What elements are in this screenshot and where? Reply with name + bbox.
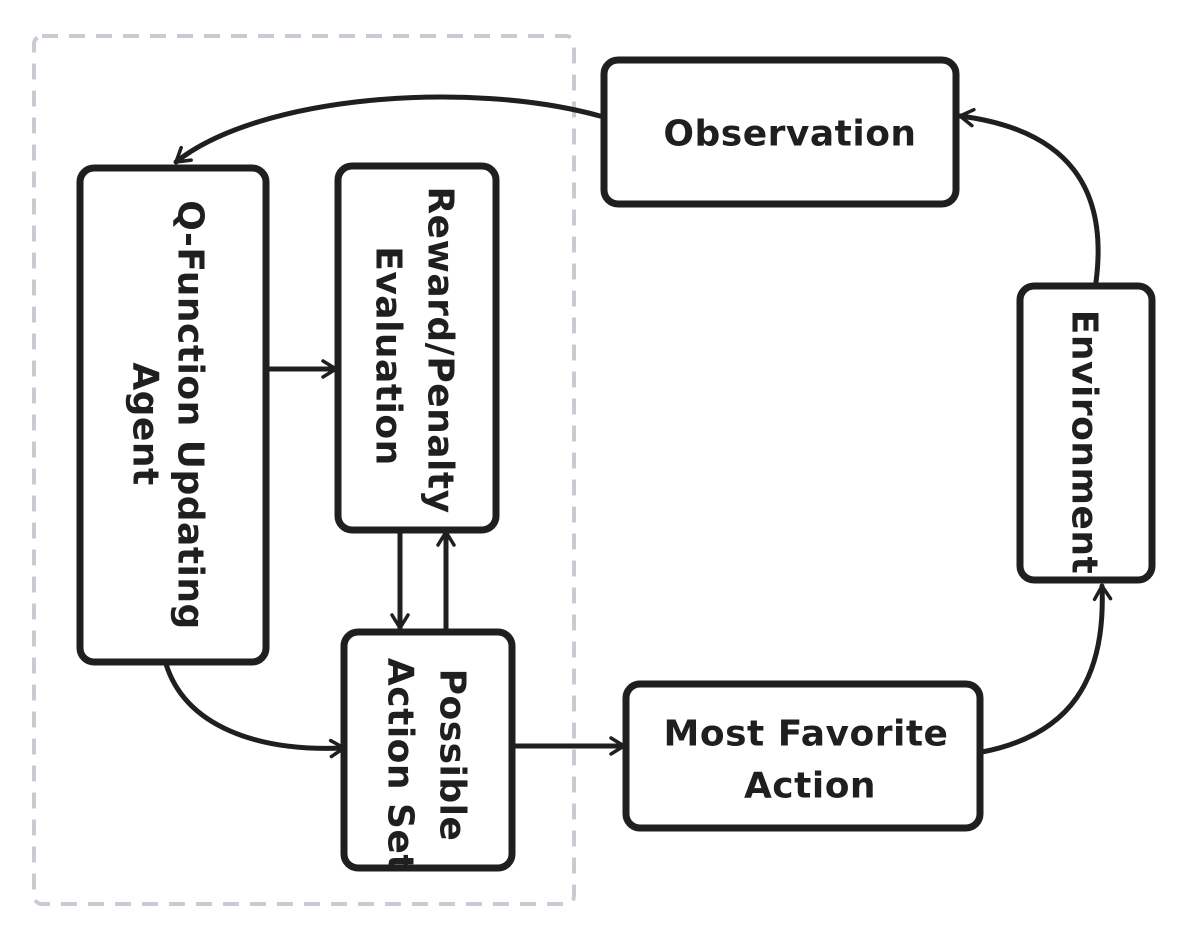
possible-action-set-label-line1: Possible bbox=[432, 669, 473, 842]
reward-penalty-label-line1: Reward/Penalty bbox=[420, 186, 461, 513]
agent-group-border bbox=[32, 34, 576, 906]
possible-action-set-label-line2: Action Set bbox=[380, 658, 421, 872]
edge-favorite-to-environment bbox=[979, 583, 1113, 755]
node-observation: Observation bbox=[600, 56, 960, 208]
node-possible-action-set: Possible Action Set bbox=[340, 628, 516, 872]
node-environment: Environment bbox=[1016, 282, 1156, 584]
reward-penalty-label-line2: Evaluation bbox=[368, 246, 409, 466]
node-reward-penalty: Reward/Penalty Evaluation bbox=[334, 162, 500, 534]
node-most-favorite-action: Most Favorite Action bbox=[622, 680, 984, 832]
observation-label: Observation bbox=[663, 114, 916, 155]
node-q-function-agent: Q-Function Updating Agent bbox=[76, 164, 270, 666]
q-function-agent-label-line1: Q-Function Updating bbox=[170, 200, 211, 630]
edge-agent-to-action-set bbox=[163, 661, 347, 759]
q-function-agent-label-line2: Agent bbox=[125, 362, 166, 485]
environment-label: Environment bbox=[1064, 310, 1105, 574]
edge-observation-to-agent bbox=[173, 94, 603, 165]
most-favorite-action-label-line2: Action bbox=[744, 766, 876, 807]
most-favorite-action-label-line1: Most Favorite bbox=[664, 714, 949, 755]
edge-environment-to-observation bbox=[957, 107, 1101, 285]
